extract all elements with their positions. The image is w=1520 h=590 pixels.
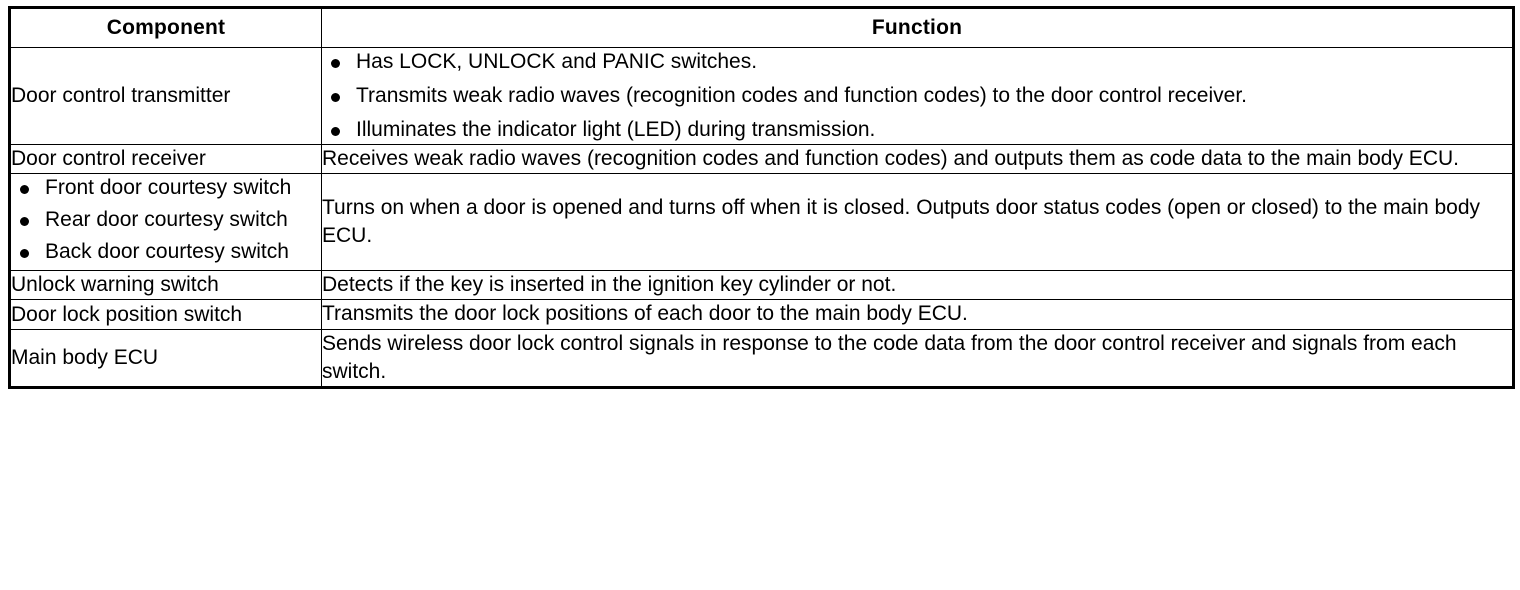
component-label: Main body ECU xyxy=(11,346,159,370)
function-cell: Detects if the key is inserted in the ig… xyxy=(321,269,1514,301)
component-cell: Main body ECU xyxy=(9,328,322,389)
function-cell: Turns on when a door is opened and turns… xyxy=(321,173,1514,271)
bullet-icon xyxy=(20,185,29,195)
component-label: Door control transmitter xyxy=(11,84,231,108)
component-cell: Front door courtesy switch Rear door cou… xyxy=(9,173,322,271)
function-text: Receives weak radio waves (recognition c… xyxy=(322,146,1459,170)
function-cell: Receives weak radio waves (recognition c… xyxy=(321,143,1514,175)
column-header-function: Function xyxy=(321,7,1514,48)
list-item: Has LOCK, UNLOCK and PANIC switches. xyxy=(322,48,1512,76)
list-item: Back door courtesy switch xyxy=(11,238,321,266)
function-text: Transmits the door lock positions of eac… xyxy=(322,302,968,326)
list-item-label: Illuminates the indicator light (LED) du… xyxy=(356,117,876,141)
list-item: Rear door courtesy switch xyxy=(11,206,321,234)
table-row: Main body ECU Sends wireless door lock c… xyxy=(9,328,1514,389)
component-cell: Door control transmitter xyxy=(9,47,322,145)
bullet-icon xyxy=(331,126,340,136)
component-label: Unlock warning switch xyxy=(11,273,219,297)
component-cell: Unlock warning switch xyxy=(9,269,322,301)
list-item-label: Front door courtesy switch xyxy=(45,176,292,200)
table-header: Component Function xyxy=(9,7,1514,48)
bullet-icon xyxy=(331,58,340,68)
list-item: Illuminates the indicator light (LED) du… xyxy=(322,116,1512,144)
function-text: Turns on when a door is opened and turns… xyxy=(322,195,1481,247)
function-cell: Transmits the door lock positions of eac… xyxy=(321,299,1514,330)
list-item-label: Rear door courtesy switch xyxy=(45,208,288,232)
list-item: Front door courtesy switch xyxy=(11,174,321,202)
function-text: Sends wireless door lock control signals… xyxy=(322,331,1457,383)
table-row: Door control receiver Receives weak radi… xyxy=(9,143,1514,175)
bullet-icon xyxy=(20,216,29,226)
table-row: Door control transmitter Has LOCK, UNLOC… xyxy=(9,47,1514,145)
column-header-component: Component xyxy=(9,7,322,48)
bullet-icon xyxy=(331,92,340,102)
function-bullet-list: Has LOCK, UNLOCK and PANIC switches. Tra… xyxy=(322,48,1512,144)
component-cell: Door control receiver xyxy=(9,143,322,175)
list-item-label: Back door courtesy switch xyxy=(45,239,289,263)
component-function-table: Component Function Door control transmit… xyxy=(8,6,1515,390)
function-text: Detects if the key is inserted in the ig… xyxy=(322,272,897,296)
list-item: Transmits weak radio waves (recognition … xyxy=(322,82,1512,110)
component-label: Door control receiver xyxy=(11,147,206,171)
table-row: Front door courtesy switch Rear door cou… xyxy=(9,173,1514,271)
list-item-label: Transmits weak radio waves (recognition … xyxy=(356,83,1248,107)
component-bullet-list: Front door courtesy switch Rear door cou… xyxy=(11,174,321,266)
table-header-row: Component Function xyxy=(9,7,1514,48)
table-row: Unlock warning switch Detects if the key… xyxy=(9,269,1514,301)
component-label: Door lock position switch xyxy=(11,302,243,326)
table-body: Door control transmitter Has LOCK, UNLOC… xyxy=(9,47,1514,389)
table-row: Door lock position switch Transmits the … xyxy=(9,299,1514,330)
function-cell: Sends wireless door lock control signals… xyxy=(321,328,1514,389)
function-cell: Has LOCK, UNLOCK and PANIC switches. Tra… xyxy=(321,47,1514,145)
list-item-label: Has LOCK, UNLOCK and PANIC switches. xyxy=(356,50,758,73)
component-cell: Door lock position switch xyxy=(9,299,322,330)
bullet-icon xyxy=(20,248,29,258)
